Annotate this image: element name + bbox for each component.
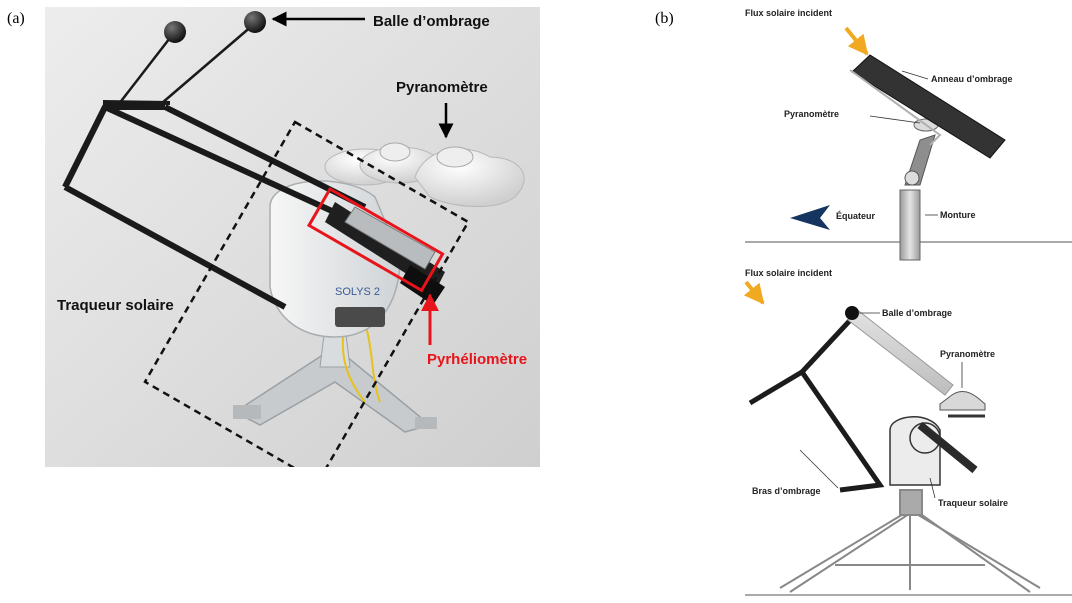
solys2-tracker-photo: SOLYS 2	[45, 7, 540, 467]
tracker-pyrheliometer	[917, 421, 978, 474]
panel-label-b: (b)	[655, 10, 674, 27]
panel-label-a: (a)	[7, 10, 25, 27]
shading-ball	[164, 21, 186, 43]
tracker-label-bottom: Traqueur solaire	[938, 498, 1008, 508]
pyranometer-domes	[324, 142, 525, 207]
pyrheliometer-highlight-box	[306, 186, 445, 293]
shading-ball	[244, 11, 266, 33]
incident-flux-label-bottom: Flux solaire incident	[745, 268, 832, 278]
equator-arrow	[790, 205, 830, 230]
shading-arm-upper	[800, 313, 857, 374]
solar-tracker-label: Traqueur solaire	[57, 297, 174, 314]
mount-label: Monture	[940, 210, 976, 220]
shading-ball-label-bottom: Balle d’ombrage	[882, 308, 952, 318]
equator-label: Équateur	[836, 211, 876, 221]
product-name: SOLYS 2	[335, 286, 380, 298]
pyrheliometer-label: Pyrhéliomètre	[427, 351, 527, 368]
shading-ring	[851, 54, 1006, 159]
shading-ball-label: Balle d’ombrage	[373, 13, 490, 30]
shading-arm-label: Bras d’ombrage	[752, 486, 821, 496]
schematic-illustration: Flux solaire incident Anneau d’ombrage P…	[743, 8, 1072, 596]
mount-post	[899, 189, 921, 261]
shading-ring-schematic: Flux solaire incident Anneau d’ombrage P…	[745, 8, 1072, 261]
schematic-panel: Flux solaire incident Anneau d’ombrage P…	[740, 0, 1072, 603]
tripod-stand	[779, 489, 1041, 593]
pyranometer-label: Pyranomètre	[396, 79, 488, 96]
pyranometer-label-top: Pyranomètre	[784, 109, 839, 119]
pyranometer-label-bottom: Pyranomètre	[940, 349, 995, 359]
pyranometer-dome	[939, 391, 986, 411]
shading-ball-schematic: Flux solaire incident Balle d’ombrage Py…	[743, 268, 1072, 596]
incident-flux-label: Flux solaire incident	[745, 8, 832, 18]
tracker-dashed-box	[143, 120, 470, 467]
photo-illustration: SOLYS 2	[45, 7, 540, 467]
shading-arm	[748, 368, 885, 493]
incident-flux-arrow-bottom	[743, 280, 765, 305]
incident-flux-arrow	[844, 26, 869, 56]
shading-ball-rod	[847, 307, 954, 396]
shading-ball-marker	[845, 306, 859, 320]
shading-ring-label: Anneau d’ombrage	[931, 74, 1013, 84]
